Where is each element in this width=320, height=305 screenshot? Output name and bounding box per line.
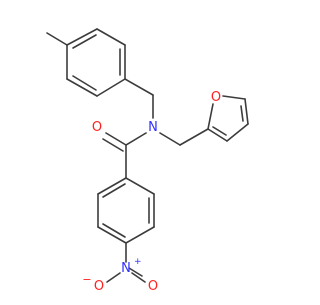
bond [105,132,127,146]
bond [102,223,126,238]
bond [179,128,209,146]
bond [96,78,126,97]
bond [66,28,98,46]
nitro-nitrogen-label: N [121,261,131,276]
nitro-oxygen-minus-label: O [94,279,104,294]
bond [97,177,127,195]
bond [102,183,126,198]
bond [222,95,246,100]
bond [207,103,214,130]
bond [244,98,249,125]
bond [102,138,124,152]
bond [159,132,181,146]
bond [72,75,97,91]
bond [128,267,143,277]
bond [46,32,68,46]
nitro-nitrogen-charge: + [134,257,142,267]
bond [212,126,227,136]
bond [72,34,97,49]
bond [125,177,155,195]
bond [125,132,147,146]
bond [124,78,154,96]
nitro-oxygen-charge: − [82,273,91,286]
molecule-structure-diagram: N O O N + O − O [46,28,249,294]
bond [240,105,244,122]
nitro-oxygen-double-label: O [148,279,158,294]
bond [97,226,127,244]
bond [96,28,126,46]
furan-oxygen-label: O [211,90,221,105]
bond [125,226,155,244]
carbonyl-oxygen-label: O [92,120,102,135]
molecule-svg: N O O N + O − O [46,28,249,294]
bond [106,272,121,283]
atom-labels: N O O N + O − O [82,90,221,294]
bonds [46,28,249,283]
amide-nitrogen-label: N [148,120,158,135]
bond [226,123,249,142]
bond [207,128,228,142]
bond [131,272,146,283]
bond [66,78,98,97]
